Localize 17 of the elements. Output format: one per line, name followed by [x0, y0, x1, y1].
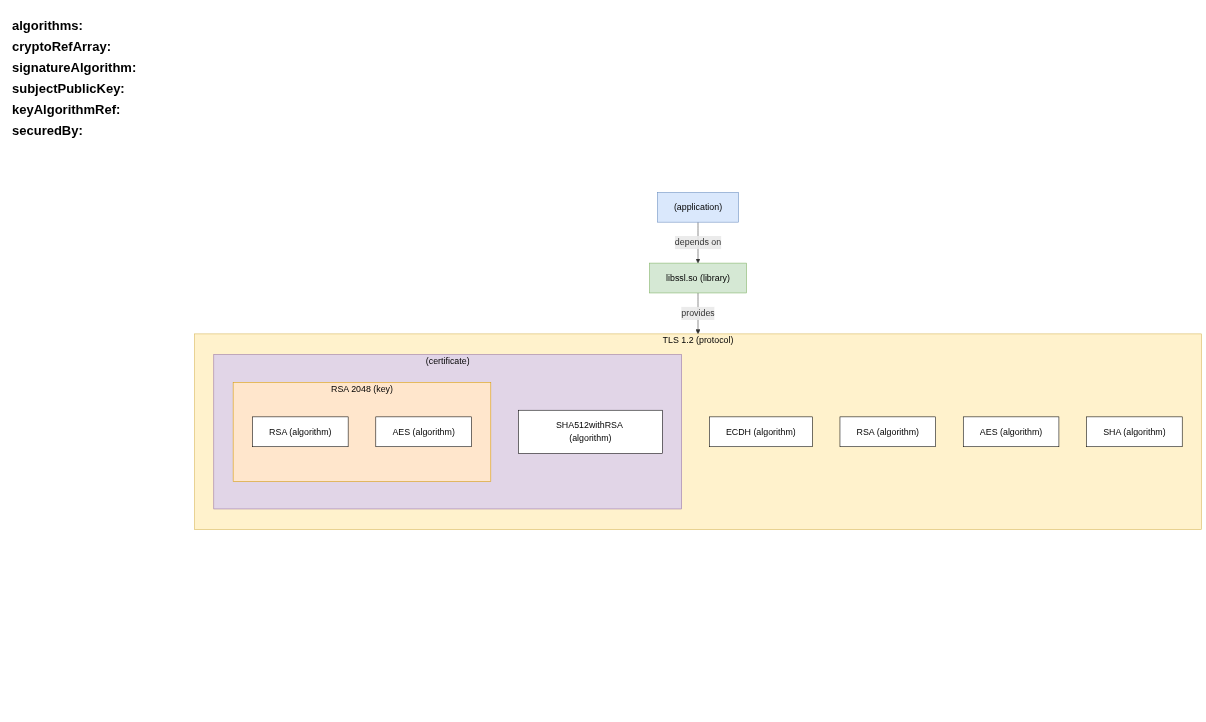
node-box: RSA (algorithm)	[839, 416, 936, 447]
edge-label: provides	[681, 308, 715, 318]
node-box: RSA (algorithm)	[252, 416, 349, 447]
node-box: ECDH (algorithm)	[709, 416, 813, 447]
node-box: SHA512withRSA (algorithm)	[518, 409, 663, 454]
field-label: securedBy:	[12, 123, 84, 138]
field-label: signatureAlgorithm:	[12, 60, 138, 75]
node-box: SHA (algorithm)	[1086, 416, 1183, 447]
edge-label: depends on	[674, 237, 722, 248]
field-label: subjectPublicKey:	[12, 81, 126, 96]
node-box: libssl.so (library)	[649, 262, 747, 294]
node-box: AES (algorithm)	[963, 416, 1060, 447]
field-label: algorithms:	[12, 18, 84, 33]
node-box: AES (algorithm)	[375, 416, 472, 447]
field-label: keyAlgorithmRef:	[12, 102, 122, 117]
field-label: cryptoRefArray:	[12, 39, 112, 54]
node-box: (application)	[657, 192, 739, 223]
